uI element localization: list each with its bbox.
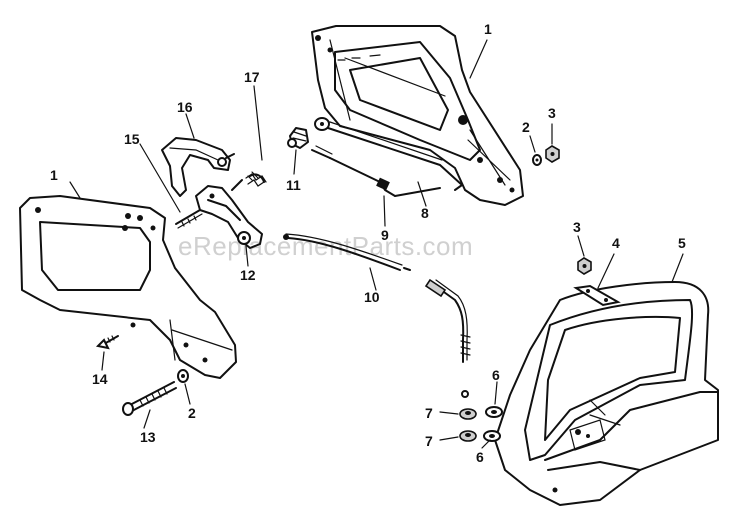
callout-13: 13 bbox=[140, 429, 156, 445]
callout-15: 15 bbox=[124, 131, 140, 147]
part-7-nut-lower bbox=[459, 430, 477, 442]
callout-10: 10 bbox=[364, 289, 380, 305]
callout-7-lower: 7 bbox=[425, 433, 433, 449]
part-2-washer-lower bbox=[177, 369, 189, 383]
part-15-pin bbox=[175, 209, 203, 229]
leader-lines bbox=[69, 39, 684, 449]
part-6-washer-lower bbox=[483, 430, 501, 442]
callout-12: 12 bbox=[240, 267, 256, 283]
part-3-nut-upper bbox=[545, 145, 560, 163]
part-3-nut-lower bbox=[577, 257, 592, 275]
callout-2-lower: 2 bbox=[188, 405, 196, 421]
part-16-lockout-lever bbox=[161, 137, 235, 197]
part-2-washer-upper bbox=[532, 154, 542, 166]
callout-8: 8 bbox=[421, 205, 429, 221]
part-1-left-housing bbox=[19, 195, 237, 379]
part-6-washer-upper bbox=[485, 406, 503, 418]
callout-16: 16 bbox=[177, 99, 193, 115]
part-13-bolt bbox=[122, 381, 177, 416]
part-12-trigger-assembly bbox=[195, 171, 265, 249]
part-7-nut-upper bbox=[459, 408, 477, 420]
callout-1-upper: 1 bbox=[484, 21, 492, 37]
part-11-spring bbox=[287, 127, 309, 149]
callout-5: 5 bbox=[678, 235, 686, 251]
callout-6-lower: 6 bbox=[476, 449, 484, 465]
part-17-spring bbox=[245, 173, 267, 187]
part-9-cable bbox=[311, 145, 441, 197]
callout-6-upper: 6 bbox=[492, 367, 500, 383]
part-8-rod bbox=[314, 117, 463, 191]
callout-4: 4 bbox=[612, 235, 620, 251]
callout-14: 14 bbox=[92, 371, 108, 387]
part-1-upper-housing bbox=[311, 25, 524, 206]
callout-17: 17 bbox=[244, 69, 260, 85]
callouts: 1 1 2 2 3 3 4 5 6 6 7 7 8 9 10 11 12 13 … bbox=[50, 21, 686, 465]
callout-7-upper: 7 bbox=[425, 405, 433, 421]
part-5-handle bbox=[494, 281, 719, 506]
part-14-screw bbox=[95, 335, 119, 350]
callout-1-left: 1 bbox=[50, 167, 58, 183]
watermark: eReplacementParts.com bbox=[178, 231, 473, 261]
callout-3-lower: 3 bbox=[573, 219, 581, 235]
callout-11: 11 bbox=[286, 177, 301, 193]
part-10-throttle-cable bbox=[283, 233, 471, 398]
callout-3-upper: 3 bbox=[548, 105, 556, 121]
callout-9: 9 bbox=[381, 227, 389, 243]
callout-2-upper: 2 bbox=[522, 119, 530, 135]
part-4-plate bbox=[573, 284, 621, 307]
